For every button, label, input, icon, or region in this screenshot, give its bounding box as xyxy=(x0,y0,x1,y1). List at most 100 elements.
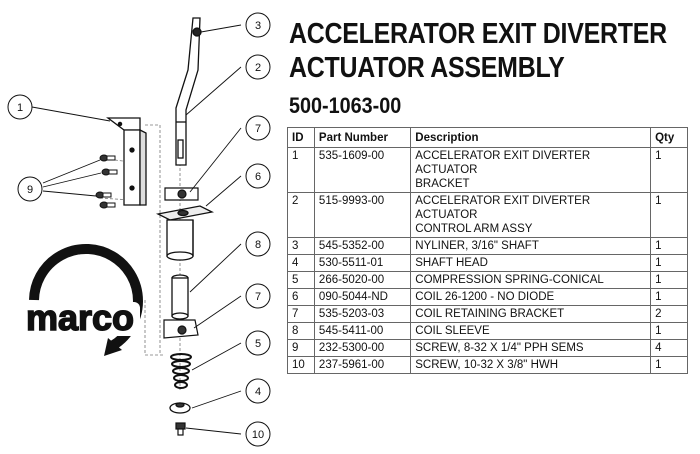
cell-description: ACCELERATOR EXIT DIVERTER ACTUATOR BRACKE… xyxy=(410,147,652,193)
cell-id: 6 xyxy=(287,288,315,306)
callout-2 xyxy=(245,54,271,80)
assembly-number: 500-1063-00 xyxy=(289,93,402,118)
table-row: 5 266-5020-00 COMPRESSION SPRING-CONICAL… xyxy=(287,271,688,289)
cell-id: 4 xyxy=(287,254,315,272)
table-row: 2 515-9993-00 ACCELERATOR EXIT DIVERTER … xyxy=(287,192,688,238)
callout-bubbles xyxy=(7,12,271,447)
table-row: 8 545-5411-00 COIL SLEEVE 1 xyxy=(287,322,688,340)
cell-description: NYLINER, 3/16" SHAFT xyxy=(410,237,652,255)
callout-9-label: 9 xyxy=(27,184,33,196)
callout-2-label: 2 xyxy=(255,62,261,74)
description-line: CONTROL ARM ASSY xyxy=(415,223,533,235)
callout-1 xyxy=(7,94,33,120)
cell-id: 5 xyxy=(287,271,315,289)
cell-part-number: 266-5020-00 xyxy=(313,271,412,289)
callout-4-label: 4 xyxy=(255,386,261,398)
callout-6-label: 6 xyxy=(255,171,261,183)
callout-10 xyxy=(245,421,271,447)
bracket-part xyxy=(106,117,147,206)
callout-1-label: 1 xyxy=(17,102,23,114)
cell-qty: 2 xyxy=(650,305,688,323)
cell-qty: 1 xyxy=(650,254,688,272)
cell-description: COIL SLEEVE xyxy=(410,322,652,340)
table-row: 7 535-5203-03 COIL RETAINING BRACKET 2 xyxy=(287,305,688,323)
cell-qty: 1 xyxy=(650,192,688,238)
cell-part-number: 237-5961-00 xyxy=(313,356,412,374)
cell-part-number: 535-5203-03 xyxy=(313,305,412,323)
exploded-view-drawing: 1 2 3 4 5 6 7 7 8 9 10 marco xyxy=(7,12,271,447)
cell-qty: 1 xyxy=(650,237,688,255)
cell-description: SCREW, 8-32 X 1/4" PPH SEMS xyxy=(410,339,652,357)
cell-id: 3 xyxy=(287,237,315,255)
table-row: 6 090-5044-ND COIL 26-1200 - NO DIODE 1 xyxy=(287,288,688,306)
cell-qty: 1 xyxy=(650,271,688,289)
table-row: 1 535-1609-00 ACCELERATOR EXIT DIVERTER … xyxy=(287,147,688,193)
spring-part xyxy=(170,353,192,389)
callout-3 xyxy=(245,12,271,38)
callout-7-lower xyxy=(245,283,271,309)
leader-lines-9 xyxy=(42,159,102,197)
cell-part-number: 515-9993-00 xyxy=(313,192,412,238)
cell-qty: 1 xyxy=(650,147,688,193)
table-header-row: ID Part Number Description Qty xyxy=(287,127,688,148)
callout-7-lower-label: 7 xyxy=(255,291,261,303)
cell-description: COIL RETAINING BRACKET xyxy=(410,305,652,323)
callout-3-label: 3 xyxy=(255,20,261,32)
col-header-part-number: Part Number xyxy=(313,127,412,148)
coil-retaining-bracket-upper xyxy=(164,187,199,201)
table-row: 10 237-5961-00 SCREW, 10-32 X 3/8" HWH 1 xyxy=(287,356,688,374)
col-header-qty: Qty xyxy=(650,127,688,148)
cell-id: 10 xyxy=(287,356,315,374)
cell-id: 8 xyxy=(287,322,315,340)
callout-8-label: 8 xyxy=(255,239,261,251)
cell-description: ACCELERATOR EXIT DIVERTER ACTUATOR CONTRO… xyxy=(410,192,652,238)
col-header-id: ID xyxy=(287,127,315,148)
coil-sleeve-part xyxy=(171,274,189,320)
parts-table: ID Part Number Description Qty 1 535-160… xyxy=(287,127,688,374)
leader-lines xyxy=(31,24,242,435)
coil-part xyxy=(155,205,215,261)
callout-5-label: 5 xyxy=(255,338,261,350)
coil-retaining-bracket-lower xyxy=(163,319,199,339)
cell-description: SHAFT HEAD xyxy=(410,254,652,272)
cell-qty: 1 xyxy=(650,288,688,306)
cell-part-number: 090-5044-ND xyxy=(313,288,412,306)
cell-part-number: 530-5511-01 xyxy=(313,254,412,272)
table-row: 9 232-5300-00 SCREW, 8-32 X 1/4" PPH SEM… xyxy=(287,339,688,357)
cell-description: SCREW, 10-32 X 3/8" HWH xyxy=(410,356,652,374)
callout-6 xyxy=(245,163,271,189)
page-title-line-1: ACCELERATOR EXIT DIVERTER xyxy=(289,18,667,50)
cell-qty: 1 xyxy=(650,356,688,374)
marco-logo-text: marco xyxy=(26,297,134,338)
callout-numbers: 1 2 3 4 5 6 7 7 8 9 10 xyxy=(17,20,264,441)
cell-part-number: 545-5352-00 xyxy=(313,237,412,255)
cell-part-number: 535-1609-00 xyxy=(313,147,412,193)
callout-5 xyxy=(245,330,271,356)
hwh-screw-part xyxy=(175,422,186,436)
callout-10-label: 10 xyxy=(252,429,264,441)
cell-id: 2 xyxy=(287,192,315,238)
callout-9 xyxy=(17,176,43,202)
callout-8 xyxy=(245,231,271,257)
col-header-description: Description xyxy=(410,127,652,148)
control-arm-part xyxy=(175,17,202,166)
marco-logo: marco xyxy=(20,243,143,356)
cell-id: 1 xyxy=(287,147,315,193)
description-line: ACCELERATOR EXIT DIVERTER ACTUATOR xyxy=(415,150,591,176)
cell-qty: 4 xyxy=(650,339,688,357)
cell-qty: 1 xyxy=(650,322,688,340)
screw-parts xyxy=(95,154,118,209)
callout-4 xyxy=(245,378,271,404)
description-line: BRACKET xyxy=(415,178,470,190)
table-row: 3 545-5352-00 NYLINER, 3/16" SHAFT 1 xyxy=(287,237,688,255)
shaft-head-part xyxy=(169,402,191,414)
cell-part-number: 232-5300-00 xyxy=(313,339,412,357)
description-line: ACCELERATOR EXIT DIVERTER ACTUATOR xyxy=(415,195,591,221)
cell-description: COIL 26-1200 - NO DIODE xyxy=(410,288,652,306)
cell-part-number: 545-5411-00 xyxy=(313,322,412,340)
cell-description: COMPRESSION SPRING-CONICAL xyxy=(410,271,652,289)
cell-id: 7 xyxy=(287,305,315,323)
cell-id: 9 xyxy=(287,339,315,357)
table-row: 4 530-5511-01 SHAFT HEAD 1 xyxy=(287,254,688,272)
callout-7-upper-label: 7 xyxy=(255,123,261,135)
